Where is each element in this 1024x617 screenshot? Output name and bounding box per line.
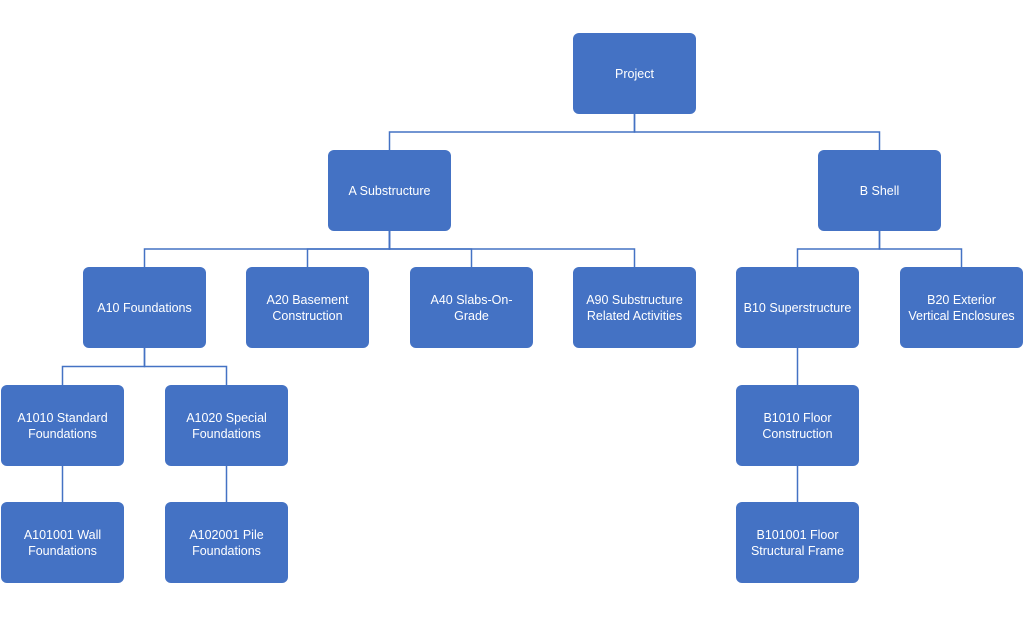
connector-a10-a1020	[143, 348, 228, 385]
node-label: B101001 Floor Structural Frame	[750, 527, 845, 558]
node-a10-foundations[interactable]: A10 Foundations	[83, 267, 206, 348]
node-label: B1010 Floor Construction	[762, 410, 833, 441]
node-a-substructure[interactable]: A Substructure	[328, 150, 451, 231]
node-a20-basement-construction[interactable]: A20 Basement Construction	[246, 267, 369, 348]
node-a102001-pile-foundations[interactable]: A102001 Pile Foundations	[165, 502, 288, 583]
node-label: A1020 Special Foundations	[186, 410, 267, 441]
connector-project-b	[633, 114, 881, 150]
connector-b-b20	[878, 231, 963, 267]
node-a1020-special-foundations[interactable]: A1020 Special Foundations	[165, 385, 288, 466]
node-b101001-floor-structural-frame[interactable]: B101001 Floor Structural Frame	[736, 502, 859, 583]
node-b-shell[interactable]: B Shell	[818, 150, 941, 231]
node-a1010-standard-foundations[interactable]: A1010 Standard Foundations	[1, 385, 124, 466]
node-label: A102001 Pile Foundations	[189, 527, 264, 558]
node-label: Project	[615, 66, 654, 81]
connector-a10-a1010	[61, 348, 146, 385]
node-label: A1010 Standard Foundations	[17, 410, 108, 441]
node-label: A40 Slabs-On-Grade	[430, 292, 513, 323]
connector-a-a20	[306, 231, 391, 267]
node-label: A101001 Wall Foundations	[23, 527, 102, 558]
connector-project-a	[388, 114, 636, 150]
node-b10-superstructure[interactable]: B10 Superstructure	[736, 267, 859, 348]
node-b1010-floor-construction[interactable]: B1010 Floor Construction	[736, 385, 859, 466]
node-a101001-wall-foundations[interactable]: A101001 Wall Foundations	[1, 502, 124, 583]
node-label: A90 Substructure Related Activities	[586, 292, 683, 323]
node-a40-slabs-on-grade[interactable]: A40 Slabs-On-Grade	[410, 267, 533, 348]
node-label: A20 Basement Construction	[266, 292, 349, 323]
node-label: B Shell	[859, 183, 900, 198]
node-a90-substructure-related-activities[interactable]: A90 Substructure Related Activities	[573, 267, 696, 348]
node-label: A10 Foundations	[97, 300, 192, 315]
node-label: B10 Superstructure	[743, 300, 852, 315]
node-project[interactable]: Project	[573, 33, 696, 114]
connector-a-a90	[388, 231, 636, 267]
node-label: A Substructure	[348, 183, 431, 198]
connector-b-b10	[796, 231, 881, 267]
node-label: B20 Exterior Vertical Enclosures	[908, 292, 1015, 323]
node-b20-exterior-vertical-enclosures[interactable]: B20 Exterior Vertical Enclosures	[900, 267, 1023, 348]
